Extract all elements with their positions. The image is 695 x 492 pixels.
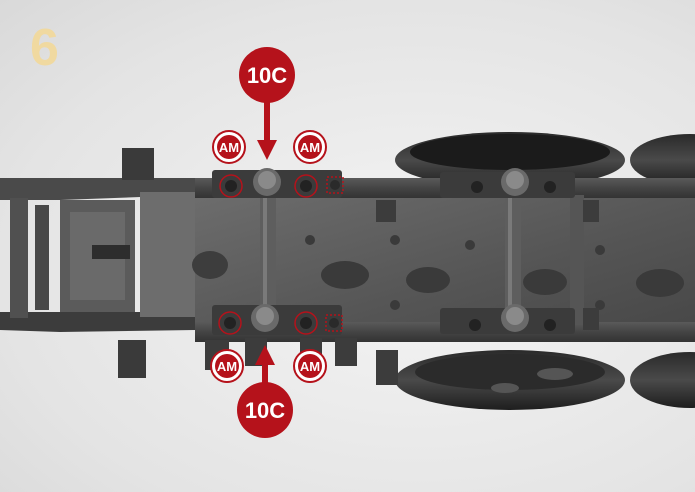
axle-rods bbox=[260, 185, 584, 325]
callout-10c-top: 10C bbox=[239, 47, 295, 160]
badge-am-bottom-left: AM bbox=[210, 349, 244, 383]
bracket-bottom-10c bbox=[212, 304, 342, 335]
badge-am-top-right-label: AM bbox=[300, 140, 320, 155]
bracket-bottom-rear bbox=[440, 304, 575, 334]
bracket-top-10c bbox=[212, 168, 342, 198]
wheel-bottom-right bbox=[630, 352, 695, 408]
badge-am-bottom-left-label: AM bbox=[217, 359, 237, 374]
badge-am-top-left-label: AM bbox=[219, 140, 239, 155]
callout-10c-top-label: 10C bbox=[247, 63, 287, 88]
front-frame bbox=[0, 148, 200, 378]
badge-am-top-left: AM bbox=[212, 130, 246, 164]
badge-am-top-right: AM bbox=[293, 130, 327, 164]
wheel-top-right bbox=[630, 134, 695, 186]
wheel-bottom-left bbox=[395, 350, 625, 410]
screw-highlights bbox=[218, 174, 344, 335]
step-number: 6 bbox=[30, 19, 59, 77]
callout-10c-bottom: 10C bbox=[237, 345, 293, 438]
bracket-top-rear bbox=[440, 168, 575, 198]
badge-am-bottom-right-label: AM bbox=[300, 359, 320, 374]
badge-am-bottom-right: AM bbox=[293, 349, 327, 383]
callout-10c-bottom-label: 10C bbox=[245, 398, 285, 423]
